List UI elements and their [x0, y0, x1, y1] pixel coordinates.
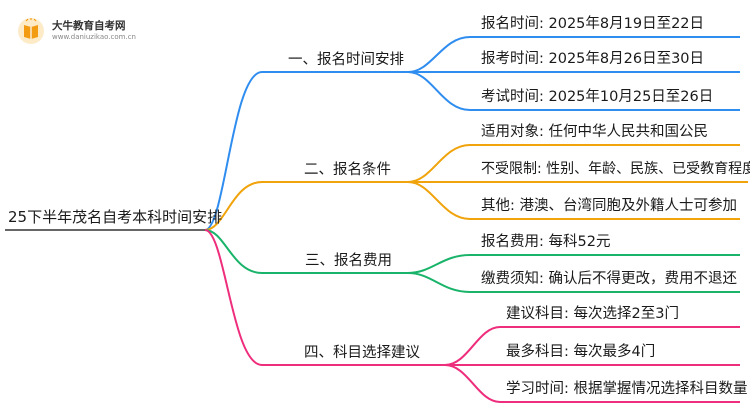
- branch-4-leaf-3: 学习时间: 根据掌握情况选择科目数量: [506, 381, 748, 397]
- branch-3-leaf-1-curve: [407, 254, 471, 274]
- branch-3-label: 三、报名费用: [305, 253, 392, 269]
- branch-1-leaf-3-curve: [407, 71, 471, 111]
- branch-4-label: 四、科目选择建议: [304, 345, 420, 361]
- branch-4-curve: [204, 229, 263, 366]
- branch-1-leaf-2: 报考时间: 2025年8月26日至30日: [481, 51, 705, 67]
- branch-2-leaf-1-curve: [407, 144, 471, 183]
- branch-1-leaf-1: 报名时间: 2025年8月19日至22日: [481, 16, 705, 32]
- branch-3-leaf-2: 缴费须知: 确认后不得更改，费用不退还: [481, 271, 737, 287]
- branch-3-leaf-2-curve: [407, 272, 471, 293]
- branch-4-leaf-1: 建议科目: 每次选择2至3门: [506, 306, 679, 322]
- branch-2-label: 二、报名条件: [304, 162, 391, 178]
- branch-3-curve: [204, 229, 263, 274]
- branch-1-label: 一、报名时间安排: [288, 52, 404, 68]
- root-topic: 25下半年茂名自考本科时间安排: [8, 208, 223, 226]
- branch-3-leaf-1: 报名费用: 每科52元: [481, 234, 611, 250]
- logo-url: www.daniuzikao.com.cn: [52, 33, 136, 41]
- branch-2-leaf-3-curve: [407, 181, 471, 220]
- branch-2-leaf-2: 不受限制: 性别、年龄、民族、已受教育程度: [481, 161, 750, 177]
- branch-4-leaf-2: 最多科目: 每次最多4门: [506, 344, 656, 360]
- branch-4-leaf-3-curve: [444, 364, 501, 403]
- book-icon: [18, 18, 44, 44]
- branch-4-leaf-1-curve: [444, 326, 501, 366]
- branch-1-leaf-3: 考试时间: 2025年10月25日至26日: [481, 89, 714, 105]
- branch-1-leaf-1-curve: [407, 36, 471, 73]
- site-logo[interactable]: 大牛教育自考网 www.daniuzikao.com.cn: [16, 17, 136, 47]
- branch-2-leaf-3: 其他: 港澳、台湾同胞及外籍人士可参加: [481, 198, 737, 214]
- branch-1-curve: [204, 71, 263, 231]
- branch-2-leaf-1: 适用对象: 任何中华人民共和国公民: [481, 124, 708, 140]
- logo-name: 大牛教育自考网: [52, 20, 126, 32]
- branch-2-curve: [204, 181, 263, 231]
